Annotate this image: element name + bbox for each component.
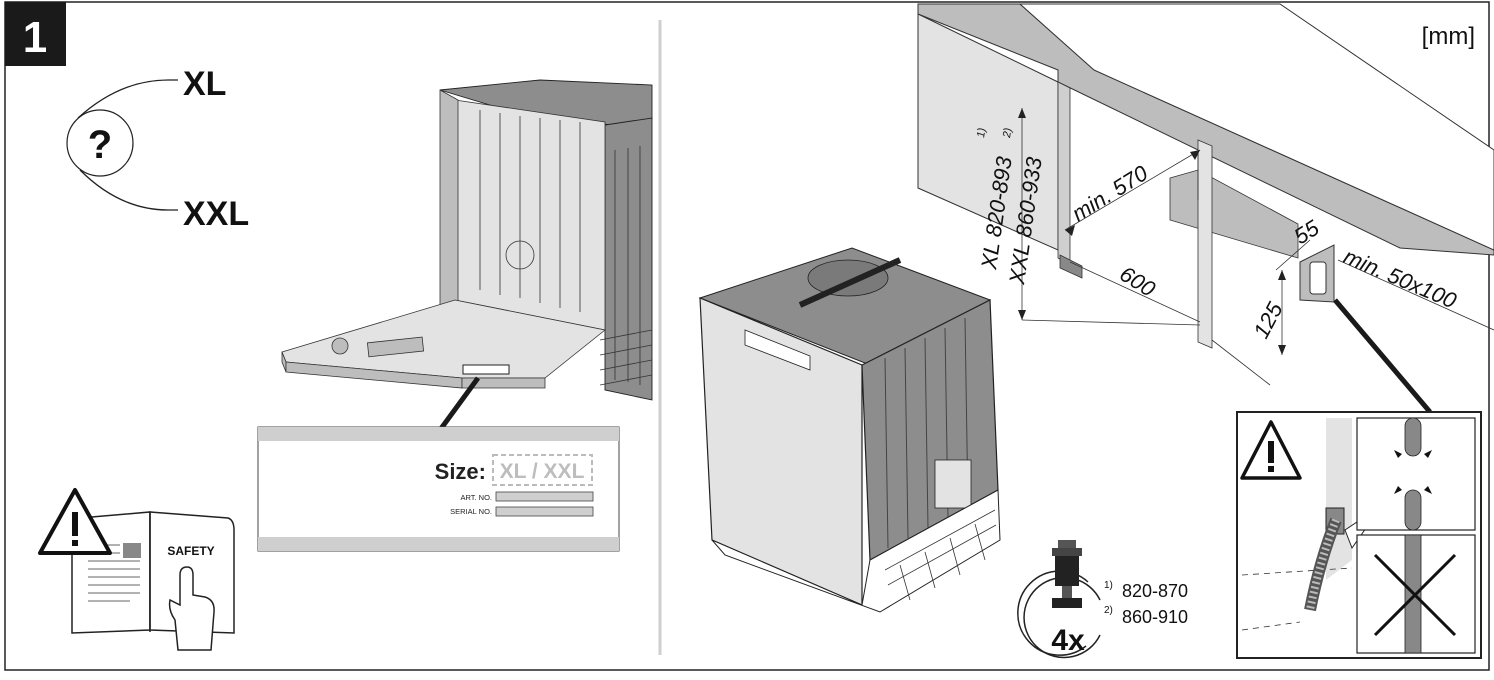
feet-range-2: 860-910 [1122,607,1188,627]
feet-note-1: 1) [1104,580,1113,591]
dishwasher-open-door-illustration [281,79,653,432]
serial-no-field [495,506,594,517]
size-option-xl: XL [183,65,226,103]
dishwasher-unit-illustration [698,247,1001,613]
hose-connection-illustration [1304,507,1367,612]
height-xxl-note: 2) [1001,127,1014,140]
min-depth-label: min. 570 [1067,160,1152,226]
step-number: 1 [23,13,47,62]
question-symbol: ? [88,123,112,167]
warning-icon [1240,420,1302,480]
size-option-xxl: XXL [183,195,249,233]
feet-note-2: 2) [1104,605,1113,616]
page-frame [4,1,1490,671]
art-no-field [495,491,594,502]
adjustable-foot-icon [1052,540,1082,608]
size-question-diagram: ? XL XXL [66,65,249,233]
hose-warning-panel [1236,411,1482,659]
kitchen-niche-diagram [917,3,1494,414]
width-label: 600 [1115,261,1160,302]
warning-icon [38,488,112,555]
safety-manual-illustration: SAFETY [38,488,235,651]
feet-range-1: 820-870 [1122,581,1188,601]
step-badge: 1 [5,2,66,66]
unit-label: [mm] [1422,23,1475,50]
question-icon [66,109,134,177]
cross-icon [1373,534,1457,654]
height-xl-note: 1) [975,127,988,139]
rating-plate: Size: XL / XXL ART. NO. SERIAL NO. [257,426,620,552]
rating-plate-size-value: XL / XXL [500,460,585,483]
manual-image-block [123,543,141,558]
hand-pointer-icon [168,566,215,651]
pinch-arrows-icon [1394,417,1432,531]
opening-label: min. 50x100 [1340,244,1461,314]
art-no-label: ART. NO. [460,493,492,502]
manual-safety-label: SAFETY [167,544,214,558]
feet-count: 4x [1051,624,1085,657]
size-value-box [492,454,593,486]
rating-plate-size-label: Size: [435,459,486,484]
feet-adjustment-detail: 4x 1) 820-870 2) 860-910 [1017,540,1188,659]
serial-no-label: SERIAL NO. [450,507,492,516]
